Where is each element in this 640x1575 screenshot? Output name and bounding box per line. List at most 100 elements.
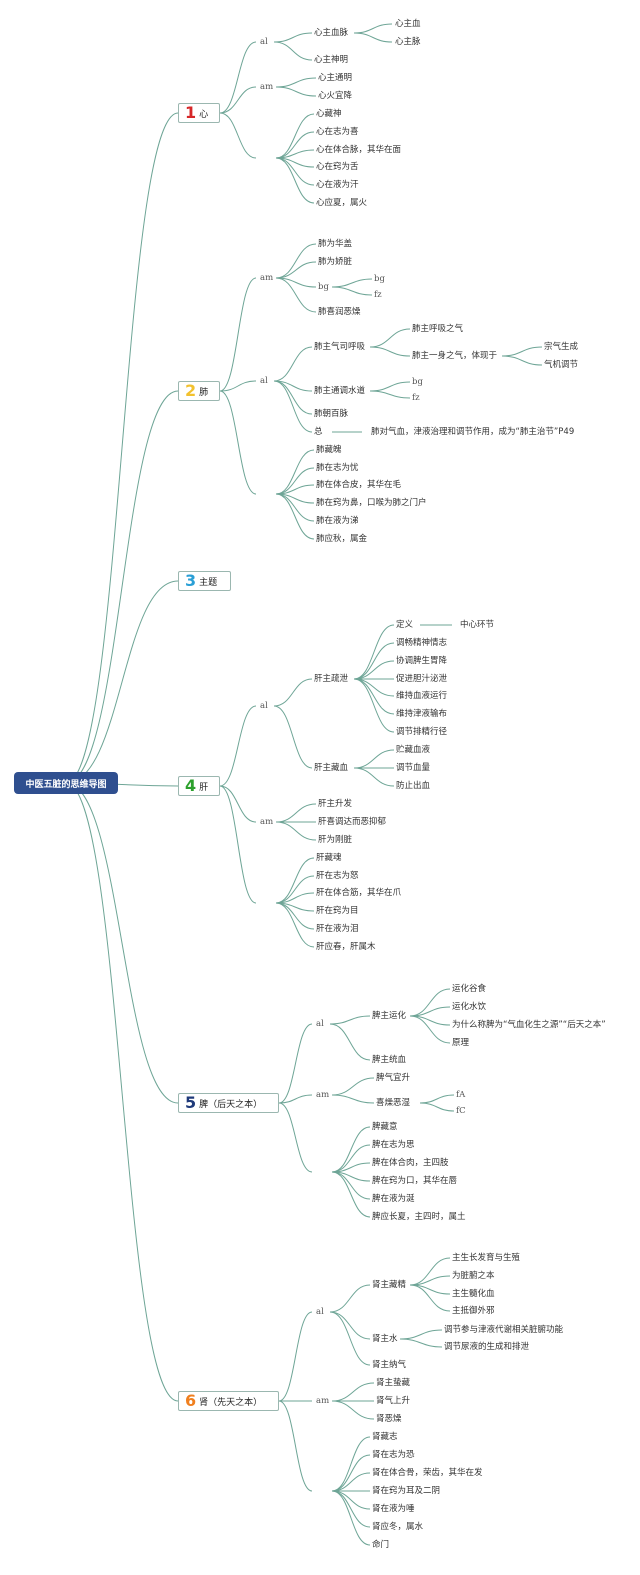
spleen-ag-item[interactable]: 脾应长夏，主四时，属土 xyxy=(372,1212,466,1222)
kidney-essence-item[interactable]: 为脏腑之本 xyxy=(452,1271,495,1281)
kidney-essence-item[interactable]: 主抵御外邪 xyxy=(452,1306,495,1316)
heart-governs-mind[interactable]: 心主神明 xyxy=(314,55,349,65)
liver-ag-item[interactable]: 肝藏魂 xyxy=(316,853,342,863)
liver-dispersion-item[interactable]: 维持血液运行 xyxy=(396,691,448,701)
lung-am-item[interactable]: 肺为华盖 xyxy=(318,239,353,249)
lung-bg-item[interactable]: bg xyxy=(374,274,385,284)
heart-ag-item[interactable]: 心在窍为舌 xyxy=(316,162,359,172)
lung-qi-sub[interactable]: 宗气生成 xyxy=(544,342,579,352)
spleen-dryness-item[interactable]: fC xyxy=(456,1106,466,1116)
liver-am-item[interactable]: 肝为刚脏 xyxy=(318,835,353,845)
spleen-ag-item[interactable]: 脾在窍为口，其华在唇 xyxy=(372,1176,458,1186)
kidney-ag-item[interactable]: 肾在体合骨，荣齿，其华在发 xyxy=(372,1468,483,1478)
spleen-ag-item[interactable]: 脾在液为涎 xyxy=(372,1194,415,1204)
liver-definition-value[interactable]: 中心环节 xyxy=(460,620,495,630)
lung-bg-node[interactable]: bg xyxy=(318,282,329,292)
topic-liver[interactable]: 4 肝 xyxy=(178,776,220,796)
kidney-water-node[interactable]: 肾主水 xyxy=(372,1334,398,1344)
topic-spleen[interactable]: 5 脾（后天之本） xyxy=(178,1093,279,1113)
lung-summary-node[interactable]: 总 xyxy=(314,427,323,437)
topic-placeholder[interactable]: 3 主题 xyxy=(178,571,231,591)
topic-kidney[interactable]: 6 肾（先天之本） xyxy=(178,1391,279,1411)
kidney-ag-item[interactable]: 肾藏志 xyxy=(372,1432,398,1442)
lung-qi-item[interactable]: 肺主呼吸之气 xyxy=(412,324,464,334)
lung-ag-item[interactable]: 肺在志为忧 xyxy=(316,463,359,473)
liver-storage-item[interactable]: 贮藏血液 xyxy=(396,745,431,755)
heart-ag-item[interactable]: 心在体合脉，其华在面 xyxy=(316,145,402,155)
lung-am-item[interactable]: 肺为娇脏 xyxy=(318,257,353,267)
lung-ag-item[interactable]: 肺藏魄 xyxy=(316,445,342,455)
liver-dispersion-node[interactable]: 肝主疏泄 xyxy=(314,674,349,684)
lung-fz-item[interactable]: fz xyxy=(374,290,382,300)
lung-water-item[interactable]: bg xyxy=(412,377,423,387)
lung-ag-item[interactable]: 肺应秋，属金 xyxy=(316,534,368,544)
liver-dispersion-item[interactable]: 调畅精神情志 xyxy=(396,638,448,648)
lung-ag-item[interactable]: 肺在液为涕 xyxy=(316,516,359,526)
spleen-ag-item[interactable]: 脾在体合肉，主四肢 xyxy=(372,1158,449,1168)
spleen-blood-node[interactable]: 脾主统血 xyxy=(372,1055,407,1065)
heart-governs-blood[interactable]: 心主血 xyxy=(395,19,421,29)
spleen-ag-branch xyxy=(331,1126,371,1173)
kidney-am-item[interactable]: 肾气上升 xyxy=(376,1396,411,1406)
liver-dispersion-item[interactable]: 协调脾生胃降 xyxy=(396,656,448,666)
kidney-water-item[interactable]: 调节尿液的生成和排泄 xyxy=(444,1342,530,1352)
liver-storage-node[interactable]: 肝主藏血 xyxy=(314,763,349,773)
heart-ag-item[interactable]: 心在志为喜 xyxy=(316,127,359,137)
liver-am-item[interactable]: 肝喜调达而恶抑郁 xyxy=(318,817,387,827)
lung-ag-item[interactable]: 肺在体合皮，其华在毛 xyxy=(316,480,402,490)
lung-qi-sub[interactable]: 气机调节 xyxy=(544,360,579,370)
kidney-essence-item[interactable]: 主生长发育与生殖 xyxy=(452,1253,521,1263)
kidney-am-item[interactable]: 肾恶燥 xyxy=(376,1414,402,1424)
heart-governs-vessel[interactable]: 心主脉 xyxy=(395,37,421,47)
lung-qi-node[interactable]: 肺主气司呼吸 xyxy=(314,342,366,352)
spleen-transport-item[interactable]: 运化谷食 xyxy=(452,984,487,994)
lung-vessels-node[interactable]: 肺朝百脉 xyxy=(314,409,349,419)
spleen-transport-item[interactable]: 原理 xyxy=(452,1038,470,1048)
liver-ag-item[interactable]: 肝在窍为目 xyxy=(316,906,359,916)
liver-am-item[interactable]: 肝主升发 xyxy=(318,799,353,809)
heart-ag-item[interactable]: 心藏神 xyxy=(316,109,342,119)
kidney-ag-item[interactable]: 肾应冬，属水 xyxy=(372,1522,424,1532)
kidney-essence-item[interactable]: 主生髓化血 xyxy=(452,1289,495,1299)
heart-ag-item[interactable]: 心在液为汗 xyxy=(316,180,359,190)
heart-blood-vessel[interactable]: 心主血脉 xyxy=(314,28,349,38)
kidney-water-item[interactable]: 调节参与津液代谢相关脏腑功能 xyxy=(444,1325,564,1335)
liver-dispersion-item[interactable]: 维持津液输布 xyxy=(396,709,448,719)
liver-definition[interactable]: 定义 xyxy=(396,620,414,630)
lung-summary-text[interactable]: 肺对气血，津液治理和调节作用，成为“肺主治节”P49 xyxy=(371,427,575,437)
liver-dispersion-item[interactable]: 调节排精行径 xyxy=(396,727,448,737)
lung-ag-item[interactable]: 肺在窍为鼻，口喉为肺之门户 xyxy=(316,498,427,508)
kidney-qi-node[interactable]: 肾主纳气 xyxy=(372,1360,407,1370)
liver-ag-item[interactable]: 肝在体合筋，其华在爪 xyxy=(316,888,402,898)
lung-qi-item[interactable]: 肺主一身之气，体现于 xyxy=(412,351,498,361)
kidney-essence-node[interactable]: 肾主藏精 xyxy=(372,1280,407,1290)
lung-am-item[interactable]: 肺喜润恶燥 xyxy=(318,307,361,317)
spleen-dryness-item[interactable]: fA xyxy=(456,1090,466,1100)
spleen-ag-item[interactable]: 脾在志为思 xyxy=(372,1140,415,1150)
spleen-transport-item[interactable]: 运化水饮 xyxy=(452,1002,487,1012)
kidney-ag-item[interactable]: 命门 xyxy=(372,1540,390,1550)
lung-water-node[interactable]: 肺主通调水道 xyxy=(314,386,366,396)
liver-storage-item[interactable]: 调节血量 xyxy=(396,763,431,773)
spleen-ag-item[interactable]: 脾藏意 xyxy=(372,1122,398,1132)
heart-am-item[interactable]: 心火宜降 xyxy=(318,91,353,101)
liver-storage-item[interactable]: 防止出血 xyxy=(396,781,431,791)
lung-water-item[interactable]: fz xyxy=(412,393,420,403)
spleen-transport-item[interactable]: 为什么称脾为“气血化生之源”“后天之本” xyxy=(452,1020,606,1030)
topic-heart[interactable]: 1 心 xyxy=(178,103,220,123)
kidney-ag-item[interactable]: 肾在液为唾 xyxy=(372,1504,415,1514)
spleen-transport-node[interactable]: 脾主运化 xyxy=(372,1011,407,1021)
spleen-dryness-node[interactable]: 喜燥恶湿 xyxy=(376,1098,411,1108)
liver-ag-item[interactable]: 肝应春，肝属木 xyxy=(316,942,376,952)
spleen-am-item[interactable]: 脾气宜升 xyxy=(376,1073,411,1083)
liver-ag-item[interactable]: 肝在液为泪 xyxy=(316,924,359,934)
kidney-am-item[interactable]: 肾主蛰藏 xyxy=(376,1378,411,1388)
liver-ag-item[interactable]: 肝在志为怒 xyxy=(316,871,359,881)
heart-am-item[interactable]: 心主通明 xyxy=(318,73,353,83)
topic-lung[interactable]: 2 肺 xyxy=(178,381,220,401)
kidney-ag-item[interactable]: 肾在窍为耳及二阴 xyxy=(372,1486,441,1496)
kidney-ag-item[interactable]: 肾在志为恐 xyxy=(372,1450,415,1460)
central-topic[interactable]: 中医五脏的思维导图 xyxy=(14,772,118,794)
heart-ag-item[interactable]: 心应夏，属火 xyxy=(316,198,368,208)
liver-dispersion-item[interactable]: 促进胆汁泌泄 xyxy=(396,674,448,684)
